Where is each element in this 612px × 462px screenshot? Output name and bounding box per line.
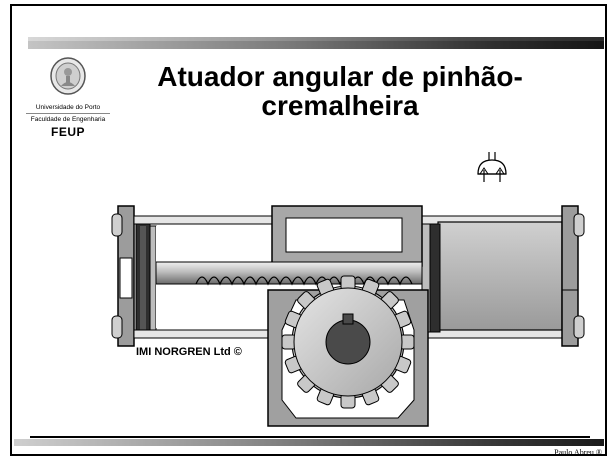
sound-speaker-icon[interactable]: [474, 150, 510, 186]
footer-author: Paulo Abreu ®: [554, 448, 602, 457]
bottom-gradient-bar: [14, 439, 604, 446]
slide-title-line2: cremalheira: [261, 90, 419, 121]
right-chamber: [437, 221, 563, 331]
logo-university-name: Universidade do Porto: [35, 104, 101, 111]
university-logo: Universidade do Porto Faculdade de Engen…: [16, 56, 120, 148]
logo-faculty-name: Faculdade de Engenharia: [30, 116, 106, 123]
left-piston: [135, 223, 157, 333]
right-end-cap: [561, 205, 585, 347]
logo-acronym: FEUP: [50, 125, 85, 139]
top-gradient-bar-inner: [28, 41, 604, 49]
footer-rule: [30, 436, 590, 438]
rack-rod: [155, 261, 423, 286]
slide-title: Atuador angular de pinhão- cremalheira: [130, 62, 550, 120]
slide-title-line1: Atuador angular de pinhão-: [157, 61, 523, 92]
logo-divider: [26, 113, 110, 114]
left-end-cap: [111, 205, 135, 347]
pinion-gear: [281, 275, 415, 409]
diagram-credit: IMI NORGREN Ltd ©: [136, 346, 242, 358]
university-seal-icon: [50, 57, 86, 95]
slide-frame: [10, 4, 607, 456]
